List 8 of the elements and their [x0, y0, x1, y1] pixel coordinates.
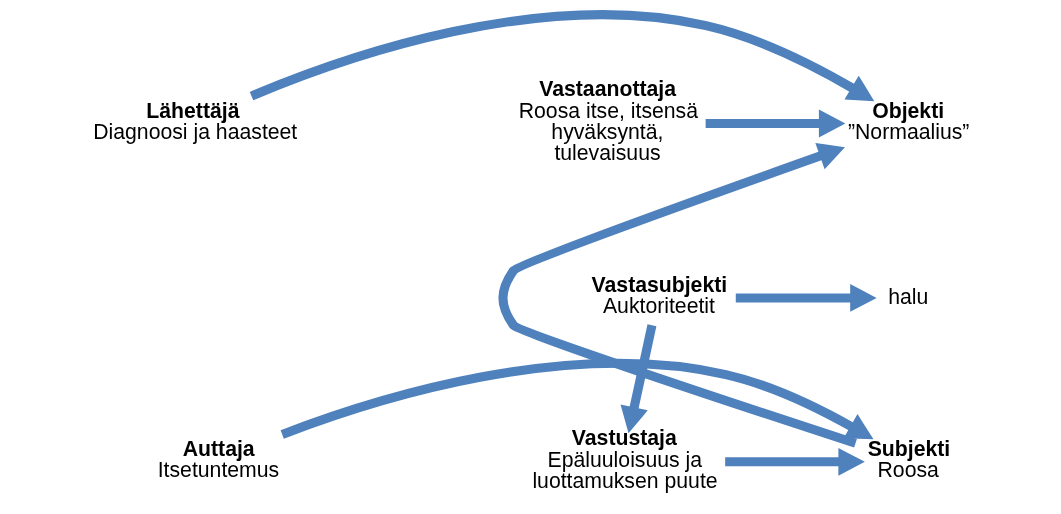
node-text: Vastaanottaja Roosa itse, itsensä hyväksyntä, tulevaisuus [518, 77, 699, 165]
node-text: Lähettäjä Diagnoosi ja haasteet [93, 98, 298, 143]
node-text: Objekti ”Normaalius” [847, 98, 970, 143]
node-text: Auttaja Itsetuntemus [157, 437, 280, 482]
node-text: Subjekti Roosa [867, 437, 951, 482]
node-text: halu [888, 284, 929, 308]
node-text: Vastasubjekti Auktoriteetit [591, 273, 728, 318]
node-text: Vastustaja Epäluuloisuus ja luottamuksen puute [532, 426, 718, 492]
